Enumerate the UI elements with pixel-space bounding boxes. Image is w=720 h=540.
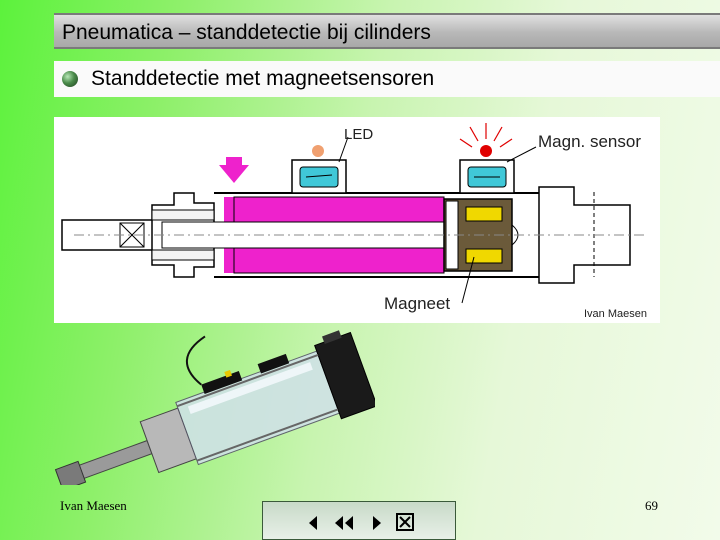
cylinder-photo (35, 300, 378, 491)
photo-cable (185, 335, 206, 386)
magnet-top (465, 206, 503, 222)
diagram-credit: Ivan Maesen (584, 308, 647, 320)
page-number: 69 (645, 498, 658, 513)
rear-end-cap (538, 186, 631, 284)
led-on-icon (480, 145, 492, 157)
double-triangle-left-icon (335, 516, 353, 530)
pressure-chamber-top (233, 196, 445, 223)
slide-title: Pneumatica – standdetectie bij cilinders (62, 21, 431, 44)
led-glow-icon (459, 123, 513, 148)
next-slide-button[interactable] (367, 512, 389, 534)
cylinder-diagram: LED Magn. sensor Magneet Ivan Maesen (54, 117, 660, 323)
pressure-chamber-bottom (233, 247, 445, 274)
photo-sensor-1 (201, 370, 243, 395)
title-bar: Pneumatica – standdetectie bij cilinders (54, 13, 720, 49)
cylinder-photo-image (54, 330, 378, 491)
reed-switch-left (299, 166, 339, 188)
first-slide-button[interactable] (333, 512, 355, 534)
subtitle-bar: Standdetectie met magneetsensoren (54, 61, 720, 97)
close-box-icon (396, 513, 414, 531)
navigation-bar (262, 501, 456, 540)
close-button[interactable] (395, 512, 417, 534)
led-off-icon (312, 145, 324, 157)
previous-slide-button[interactable] (303, 512, 325, 534)
label-magneet: Magneet (384, 294, 450, 313)
label-magn-sensor: Magn. sensor (538, 132, 641, 151)
pressure-arrow-icon (219, 165, 249, 183)
bullet-icon (62, 71, 78, 87)
cylinder-cross-section: LED Magn. sensor Magneet Ivan Maesen (61, 123, 647, 320)
magnet-bottom (465, 248, 503, 264)
slide-subtitle: Standdetectie met magneetsensoren (91, 67, 435, 90)
triangle-left-icon (309, 516, 317, 530)
label-led: LED (344, 126, 373, 143)
triangle-right-icon (373, 516, 381, 530)
footer-author: Ivan Maesen (60, 498, 127, 513)
photo-sensor-2 (257, 353, 290, 374)
